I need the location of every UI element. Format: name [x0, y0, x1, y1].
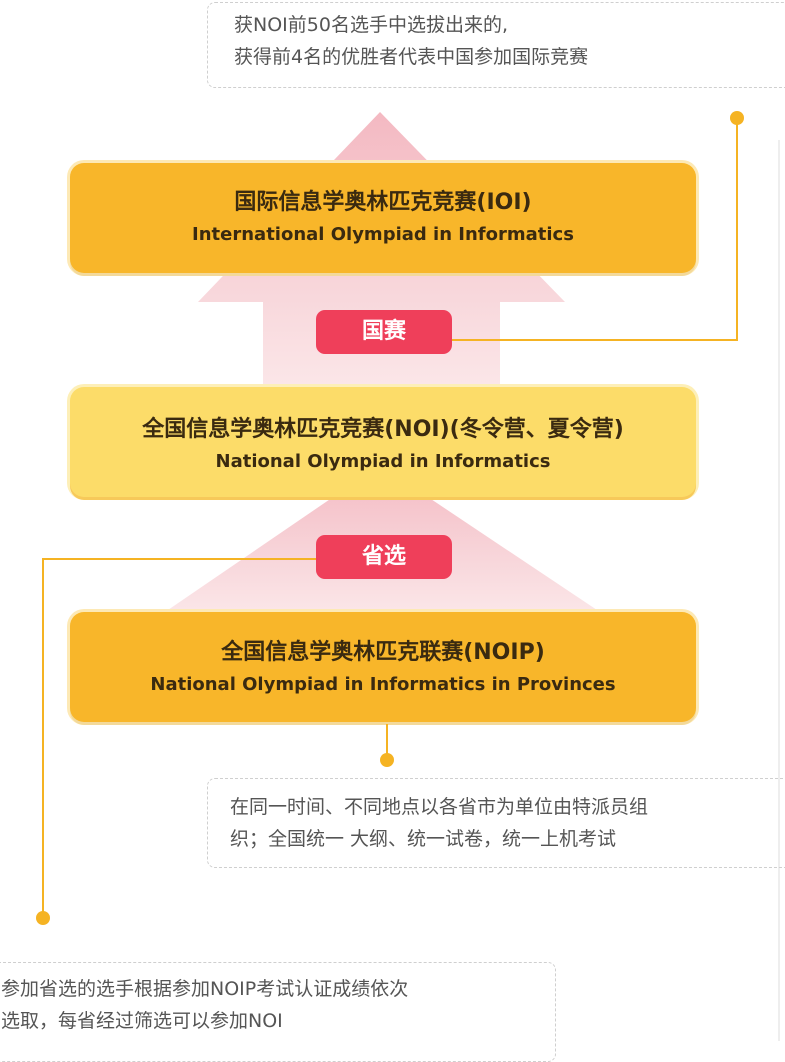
provincial-note-line1: 参加省选的选手根据参加NOIP考试认证成绩依次 — [1, 978, 409, 1000]
right-edge-divider — [778, 140, 780, 1041]
noip-title-en: National Olympiad in Informatics in Prov… — [150, 674, 616, 695]
noi-title-zh: 全国信息学奥林匹克竞赛(NOI)(冬令营、夏令营) — [142, 417, 624, 442]
provincial-note-line2: 选取，每省经过筛选可以参加NOI — [1, 1010, 283, 1032]
connector-line-vertical-right — [736, 118, 738, 341]
noip-title-zh: 全国信息学奥林匹克联赛(NOIP) — [221, 640, 545, 665]
provincial-note: 参加省选的选手根据参加NOIP考试认证成绩依次 选取，每省经过筛选可以参加NOI — [0, 962, 556, 1062]
noip-note-line2: 织；全国统一 大纲、统一试卷，统一上机考试 — [230, 828, 617, 850]
noip-note: 在同一时间、不同地点以各省市为单位由特派员组 织；全国统一 大纲、统一试卷，统一… — [207, 778, 785, 868]
noip-level-card: 全国信息学奥林匹克联赛(NOIP) National Olympiad in I… — [70, 612, 696, 722]
stage-badge-provincial: 省选 — [316, 535, 452, 579]
ioi-title-en: International Olympiad in Informatics — [192, 224, 574, 245]
ioi-note-line2: 获得前4名的优胜者代表中国参加国际竞赛 — [234, 46, 589, 68]
ioi-note: 获NOI前50名选手中选拔出来的, 获得前4名的优胜者代表中国参加国际竞赛 — [207, 2, 785, 88]
connector-line-horizontal-right — [452, 339, 738, 341]
noip-note-line1: 在同一时间、不同地点以各省市为单位由特派员组 — [230, 796, 649, 818]
stage-badge-national: 国赛 — [316, 310, 452, 354]
connector-line-noip — [386, 724, 388, 758]
connector-dot-noip-note — [380, 753, 394, 767]
noi-level-card: 全国信息学奥林匹克竞赛(NOI)(冬令营、夏令营) National Olymp… — [70, 387, 696, 497]
connector-line-vertical-left — [42, 558, 44, 918]
ioi-level-card: 国际信息学奥林匹克竞赛(IOI) International Olympiad … — [70, 163, 696, 273]
noi-title-en: National Olympiad in Informatics — [215, 451, 551, 472]
connector-dot-provincial-note — [36, 911, 50, 925]
ioi-title-zh: 国际信息学奥林匹克竞赛(IOI) — [234, 190, 532, 215]
ioi-note-line1: 获NOI前50名选手中选拔出来的, — [234, 14, 508, 36]
connector-line-horizontal-left — [42, 558, 316, 560]
